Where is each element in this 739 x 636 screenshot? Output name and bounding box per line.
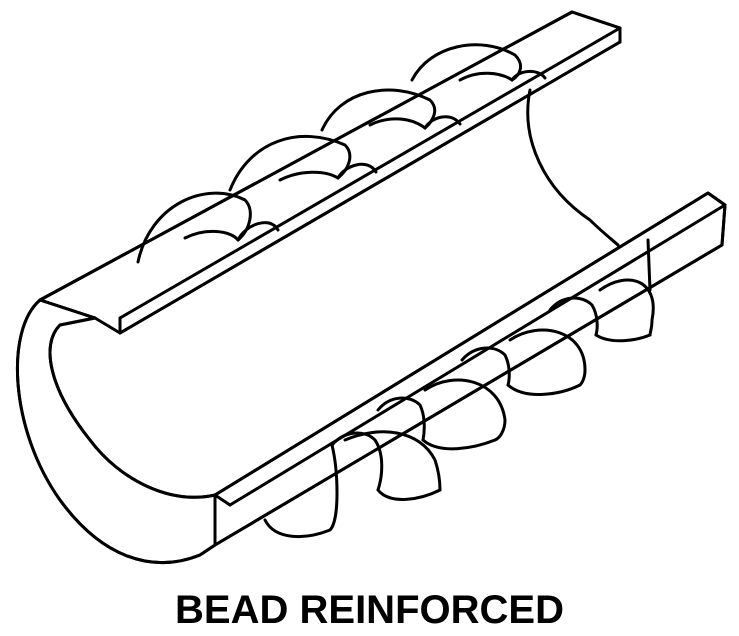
- lower-beads: [263, 238, 655, 539]
- caption-label: BEAD REINFORCED: [175, 588, 564, 632]
- lower-rim-strip: [213, 191, 727, 547]
- near-end-ring: [15, 298, 217, 564]
- far-end-inner-curve: [526, 88, 620, 247]
- upper-beads: [136, 43, 547, 264]
- upper-rim-strip: [38, 10, 622, 335]
